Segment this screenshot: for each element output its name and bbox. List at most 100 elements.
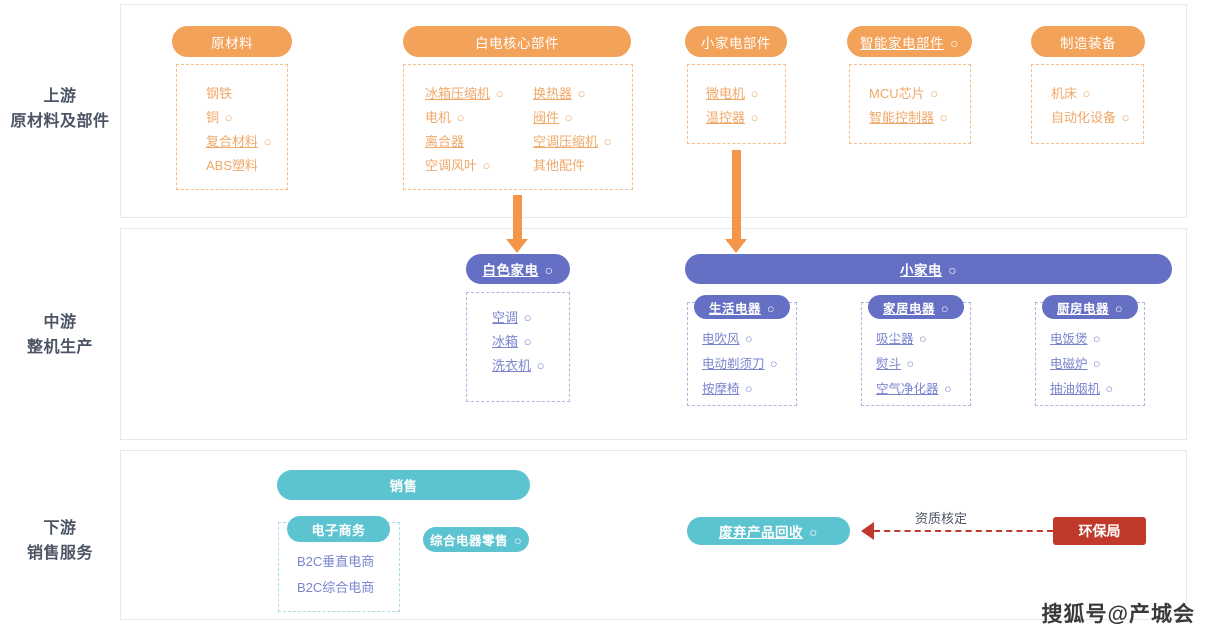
pill-label: 销售 <box>389 479 418 494</box>
list-item-label: 复合材料 <box>206 134 259 149</box>
list-item[interactable]: 电磁炉 ○ <box>1050 352 1150 377</box>
link-marker-icon: ○ <box>1118 110 1130 125</box>
list-item: B2C垂直电商 <box>297 549 407 575</box>
upstream-group-header-smart-appliance-parts[interactable]: 智能家电部件 ○ <box>847 26 972 57</box>
list-item[interactable]: 离合器 <box>425 130 533 154</box>
list-item[interactable]: 智能控制器 ○ <box>869 106 984 130</box>
list-item: 铜 ○ <box>206 106 306 130</box>
link-marker-icon: ○ <box>492 86 504 101</box>
list-item[interactable]: 洗衣机 ○ <box>492 354 582 378</box>
link-marker-icon: ○ <box>766 357 778 371</box>
list-item-label: 铜 <box>206 110 220 125</box>
list-item[interactable]: 冰箱 ○ <box>492 330 582 354</box>
list-item[interactable]: 熨斗 ○ <box>876 352 976 377</box>
link-marker-icon: ○ <box>509 534 523 548</box>
upstream-box-raw-materials <box>176 64 288 190</box>
list-item: B2C综合电商 <box>297 575 407 601</box>
downstream-header-sales[interactable]: 销售 <box>277 470 530 500</box>
list-item: 其他配件 <box>533 154 640 178</box>
list-item-label: 电饭煲 <box>1050 332 1088 346</box>
list-item[interactable]: 微电机 ○ <box>706 82 796 106</box>
upstream-items-manufacturing-equipment: 机床 ○自动化设备 ○ <box>1051 82 1156 130</box>
midstream-header-white-goods[interactable]: 白色家电 ○ <box>466 254 570 284</box>
link-marker-icon: ○ <box>915 332 927 346</box>
list-item[interactable]: 电饭煲 ○ <box>1050 327 1150 352</box>
pill-text: 综合电器零售 ○ <box>430 530 522 549</box>
list-item[interactable]: 冰箱压缩机 ○ <box>425 82 533 106</box>
midstream-header-small-appliances[interactable]: 小家电 ○ <box>685 254 1172 284</box>
list-item[interactable]: 按摩椅 ○ <box>702 377 802 402</box>
stage-label-midstream-subtitle: 整机生产 <box>26 339 93 356</box>
pill-label: 综合电器零售 <box>429 534 508 548</box>
upstream-group-header-white-goods-core-parts[interactable]: 白电核心部件 <box>403 26 631 57</box>
link-marker-icon: ○ <box>805 525 818 540</box>
midstream-subheader-home-appliances[interactable]: 家居电器 ○ <box>868 295 964 319</box>
link-marker-icon: ○ <box>520 334 532 349</box>
pill-label: 白色家电 <box>482 263 539 278</box>
downstream-authority-epb[interactable]: 环保局 <box>1053 517 1146 545</box>
list-item[interactable]: 电动剃须刀 ○ <box>702 352 802 377</box>
downstream-header-waste-recycling[interactable]: 废弃产品回收 ○ <box>687 517 850 545</box>
list-item-label: ABS塑料 <box>206 158 259 173</box>
link-marker-icon: ○ <box>520 310 532 325</box>
list-item-label: 吸尘器 <box>876 332 914 346</box>
midstream-box-white-goods <box>466 292 570 402</box>
link-marker-icon: ○ <box>1089 332 1101 346</box>
upstream-box-small-appliance-parts <box>687 64 786 144</box>
upstream-group-header-manufacturing-equipment[interactable]: 制造装备 <box>1031 26 1145 57</box>
watermark: 搜狐号@产城会 <box>1041 603 1195 626</box>
list-item[interactable]: 空调压缩机 ○ <box>533 130 640 154</box>
list-item-label: 钢铁 <box>206 86 233 101</box>
pill-label: 白电核心部件 <box>475 35 559 51</box>
list-item[interactable]: 复合材料 ○ <box>206 130 306 154</box>
stage-label-downstream: 下游 销售服务 <box>0 516 120 566</box>
upstream-group-header-raw-materials[interactable]: 原材料 <box>172 26 292 57</box>
list-item-label: 微电机 <box>706 86 746 101</box>
list-item[interactable]: 电吹风 ○ <box>702 327 802 352</box>
list-item[interactable]: 换热器 ○ <box>533 82 640 106</box>
list-item-label: 离合器 <box>425 134 465 149</box>
list-item[interactable]: 空气净化器 ○ <box>876 377 976 402</box>
pill-text: 制造装备 <box>1060 32 1116 52</box>
pill-text: 厨房电器 ○ <box>1057 298 1123 317</box>
midstream-subheader-living-appliances[interactable]: 生活电器 ○ <box>694 295 790 319</box>
downstream-subheader-ecommerce[interactable]: 电子商务 <box>287 516 390 542</box>
link-marker-icon: ○ <box>936 110 948 125</box>
pill-label: 电子商务 <box>311 522 366 538</box>
list-item-label: 温控器 <box>706 110 746 125</box>
panel-upstream <box>120 4 1187 218</box>
stage-label-midstream: 中游 整机生产 <box>0 310 120 360</box>
list-item-label: 熨斗 <box>876 357 902 371</box>
upstream-items-raw-materials: 钢铁铜 ○复合材料 ○ABS塑料 <box>206 82 306 178</box>
list-item[interactable]: 温控器 ○ <box>706 106 796 130</box>
pill-text: 生活电器 ○ <box>709 298 775 317</box>
list-item[interactable]: 阀件 ○ <box>533 106 640 130</box>
link-marker-icon: ○ <box>221 110 233 125</box>
pill-text: 家居电器 ○ <box>883 298 949 317</box>
list-item[interactable]: 吸尘器 ○ <box>876 327 976 352</box>
link-marker-icon: ○ <box>747 110 759 125</box>
link-marker-icon: ○ <box>944 263 957 278</box>
pill-text: 销售 <box>390 475 418 495</box>
list-item-label: 电吹风 <box>702 332 740 346</box>
edge-label-qualification-approval: 资质核定 <box>915 511 968 526</box>
upstream-group-header-small-appliance-parts[interactable]: 小家电部件 <box>685 26 787 57</box>
link-marker-icon: ○ <box>574 86 586 101</box>
downstream-header-general-retail[interactable]: 综合电器零售 ○ <box>423 527 529 552</box>
link-marker-icon: ○ <box>540 263 554 278</box>
list-item: 电机 ○ <box>425 106 533 130</box>
list-item[interactable]: 空调 ○ <box>492 306 582 330</box>
link-marker-icon: ○ <box>936 301 950 316</box>
link-marker-icon: ○ <box>747 86 759 101</box>
midstream-subheader-kitchen-appliances[interactable]: 厨房电器 ○ <box>1042 295 1138 319</box>
list-item-label: 空调风叶 <box>425 158 478 173</box>
list-item-label: 电机 <box>425 110 452 125</box>
list-item-label: 洗衣机 <box>492 358 532 373</box>
list-item: 空调风叶 ○ <box>425 154 533 178</box>
link-marker-icon: ○ <box>1089 357 1101 371</box>
list-item-label: 自动化设备 <box>1051 110 1117 125</box>
pill-text: 小家电 ○ <box>900 259 957 279</box>
list-item[interactable]: 抽油烟机 ○ <box>1050 377 1150 402</box>
